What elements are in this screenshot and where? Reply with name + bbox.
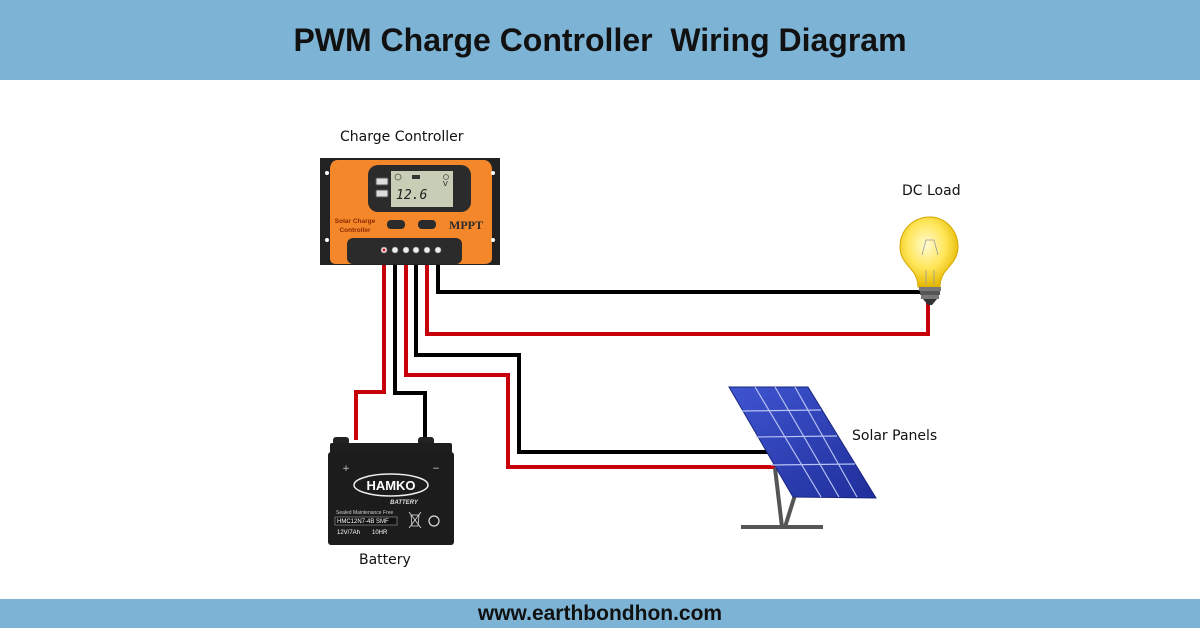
wire-battery-positive: [354, 252, 386, 440]
wire-load-negative: [436, 252, 920, 294]
controller-back-button[interactable]: [418, 220, 436, 229]
wire-solar-negative: [414, 252, 768, 454]
charge-controller: 12.6 V Solar Charge Controller MPPT: [320, 158, 500, 265]
battery-brand-sub: BATTERY: [390, 500, 419, 506]
label-charge-controller: Charge Controller: [340, 129, 464, 145]
label-dc-load: DC Load: [902, 183, 961, 199]
battery-spec-3: 12V/7Ah: [337, 530, 360, 536]
controller-label-line2: Controller: [339, 227, 371, 234]
wire-battery-negative: [393, 252, 427, 440]
terminal-screw: [412, 246, 420, 254]
usb-port-icon: [375, 189, 389, 198]
lcd-battery-icon: [412, 175, 420, 179]
battery-icon: + − HAMKO BATTERY Sealed Maintenance Fre…: [328, 437, 454, 545]
battery-spec-1: Sealed Maintenance Free: [336, 510, 393, 516]
battery-spec-2: HMC12N7-4B SMF: [337, 519, 389, 525]
controller-label-line1: Solar Charge: [335, 218, 376, 225]
controller-menu-button[interactable]: [387, 220, 405, 229]
battery-brand: HAMKO: [366, 478, 415, 493]
battery-plus: +: [342, 464, 350, 474]
battery-spec-4: 10HR: [372, 530, 388, 536]
terminal-screw: [402, 246, 410, 254]
mppt-mark: MPPT: [449, 218, 483, 232]
wire-solar-positive: [404, 252, 775, 469]
recycle-icon: [428, 515, 440, 527]
solar-panel-icon: [728, 386, 877, 529]
no-dispose-icon: [408, 511, 422, 529]
light-bulb-icon: [899, 216, 959, 305]
wires: [354, 252, 930, 469]
terminal-screw: [423, 246, 431, 254]
website-link[interactable]: www.earthbondhon.com: [477, 601, 723, 625]
page-title: PWM Charge Controller Wiring Diagram: [293, 21, 907, 58]
lcd-bulb-icon: [443, 174, 449, 180]
label-solar-panels: Solar Panels: [852, 428, 938, 444]
label-battery: Battery: [359, 552, 411, 568]
lcd-sun-icon: [394, 173, 402, 181]
mount-hole-icon: [491, 238, 495, 242]
mount-hole-icon: [325, 238, 329, 242]
title-banner: PWM Charge Controller Wiring Diagram: [0, 0, 1200, 80]
wire-load-positive: [425, 252, 930, 336]
terminal-dot: [382, 248, 386, 252]
footer-banner: www.earthbondhon.com: [0, 599, 1200, 628]
lcd-unit: V: [443, 180, 448, 188]
battery-minus: −: [432, 464, 440, 474]
mount-hole-icon: [325, 171, 329, 175]
terminal-screw: [434, 246, 442, 254]
terminal-screw: [391, 246, 399, 254]
usb-port-icon: [375, 177, 389, 186]
mount-hole-icon: [491, 171, 495, 175]
lcd-reading: 12.6: [396, 188, 427, 203]
